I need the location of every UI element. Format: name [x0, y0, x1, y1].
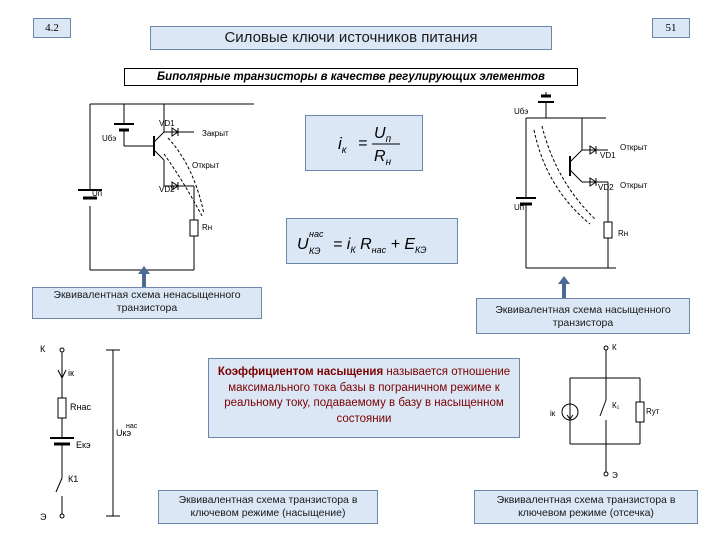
- definition-text: называется отношение максимального тока …: [224, 366, 511, 425]
- label-vd2: VD2: [598, 183, 614, 192]
- label-e: Э: [40, 512, 47, 522]
- circuit-key-saturation: К iк Rнас Eкэ К1 Э Uкэ нас: [40, 344, 138, 522]
- formula-uke-sup: нас: [309, 229, 324, 239]
- label-up: Uп: [514, 203, 524, 212]
- caption-key-saturation: Эквивалентная схема транзистора в ключев…: [158, 490, 378, 524]
- caption-saturated: Эквивалентная схема насыщенного транзист…: [476, 298, 690, 334]
- formula-ik-num: U: [374, 125, 386, 142]
- formula-uke-lhs: U: [297, 236, 309, 253]
- label-closed: Закрыт: [202, 129, 229, 138]
- caption-unsaturated: Эквивалентная схема ненасыщенного транзи…: [32, 287, 262, 319]
- caption-key-cutoff: Эквивалентная схема транзистора в ключев…: [474, 490, 698, 524]
- label-vd1: VD1: [159, 119, 175, 128]
- label-uke: Uкэ: [116, 428, 132, 438]
- label-open-1: Открыт: [620, 143, 648, 152]
- svg-text:= iК Rнас + EКЭ: = iК Rнас + EКЭ: [333, 236, 426, 255]
- circuit-key-cutoff: К iк К₁ Rут Э: [550, 343, 660, 480]
- arrow-up-right: [558, 276, 570, 300]
- formula-ik-lhs: i: [338, 134, 343, 153]
- label-vd2: VD2: [159, 185, 175, 194]
- circuit-saturated: Uбэ Открыт VD1 VD2 Открыт Uп Rн: [514, 92, 648, 269]
- label-ube: Uбэ: [514, 107, 528, 116]
- formula-uke-eq: = i: [333, 236, 351, 253]
- label-rut: Rут: [646, 407, 660, 416]
- label-ik: iк: [68, 368, 74, 378]
- formula-ik-eq: =: [358, 135, 367, 152]
- formula-ik-lhs-sub: к: [342, 145, 348, 156]
- label-ik: iк: [550, 409, 556, 418]
- svg-text:Uп: Uп: [374, 125, 392, 145]
- slide-number-left: 4.2: [33, 18, 71, 38]
- formula-ik-den: R: [374, 148, 386, 165]
- label-up: Uп: [92, 189, 102, 198]
- label-e: Э: [612, 471, 618, 480]
- formula-uke-r: R: [356, 236, 372, 253]
- formula-collector-current: iк = Uп Rн: [305, 115, 423, 171]
- slide-subtitle: Биполярные транзисторы в качестве регули…: [124, 68, 578, 86]
- label-rnas: Rнас: [70, 402, 91, 412]
- formula-uke-i-sub: К: [350, 245, 356, 255]
- formula-ik-den-sub: н: [386, 157, 392, 168]
- formula-uke-sub: КЭ: [309, 246, 320, 256]
- formula-uke-e-sub: КЭ: [415, 245, 426, 255]
- label-k1: К1: [68, 474, 78, 484]
- formula-ik-num-sub: п: [386, 134, 392, 145]
- label-rn: Rн: [202, 223, 212, 232]
- label-vd1: VD1: [600, 151, 616, 160]
- slide-number-right: 51: [652, 18, 690, 38]
- label-k1: К₁: [612, 401, 620, 410]
- formula-uke-r-sub: нас: [372, 245, 387, 255]
- label-k: К: [40, 344, 46, 354]
- label-uke-sup: нас: [126, 423, 138, 430]
- svg-text:Rн: Rн: [374, 148, 392, 168]
- label-eke: Eкэ: [76, 440, 91, 450]
- label-open: Открыт: [192, 161, 220, 170]
- definition-box: Коэффициентом насыщения называется отнош…: [208, 358, 520, 438]
- label-rn: Rн: [618, 229, 628, 238]
- svg-text:iк: iк: [338, 134, 348, 156]
- slide-title: Силовые ключи источников питания: [150, 26, 552, 50]
- formula-saturation-voltage: U нас КЭ = iК Rнас + EКЭ: [286, 218, 458, 264]
- label-ube: Uбэ: [102, 134, 116, 143]
- label-k: К: [612, 343, 617, 352]
- arrow-up-left: [138, 266, 150, 290]
- label-open-2: Открыт: [620, 181, 648, 190]
- definition-term: Коэффициентом насыщения: [217, 366, 384, 378]
- circuit-unsaturated: Uбэ VD1 Закрыт Открыт VD2 Uп Rн: [78, 103, 254, 271]
- formula-uke-plus: + E: [386, 236, 415, 253]
